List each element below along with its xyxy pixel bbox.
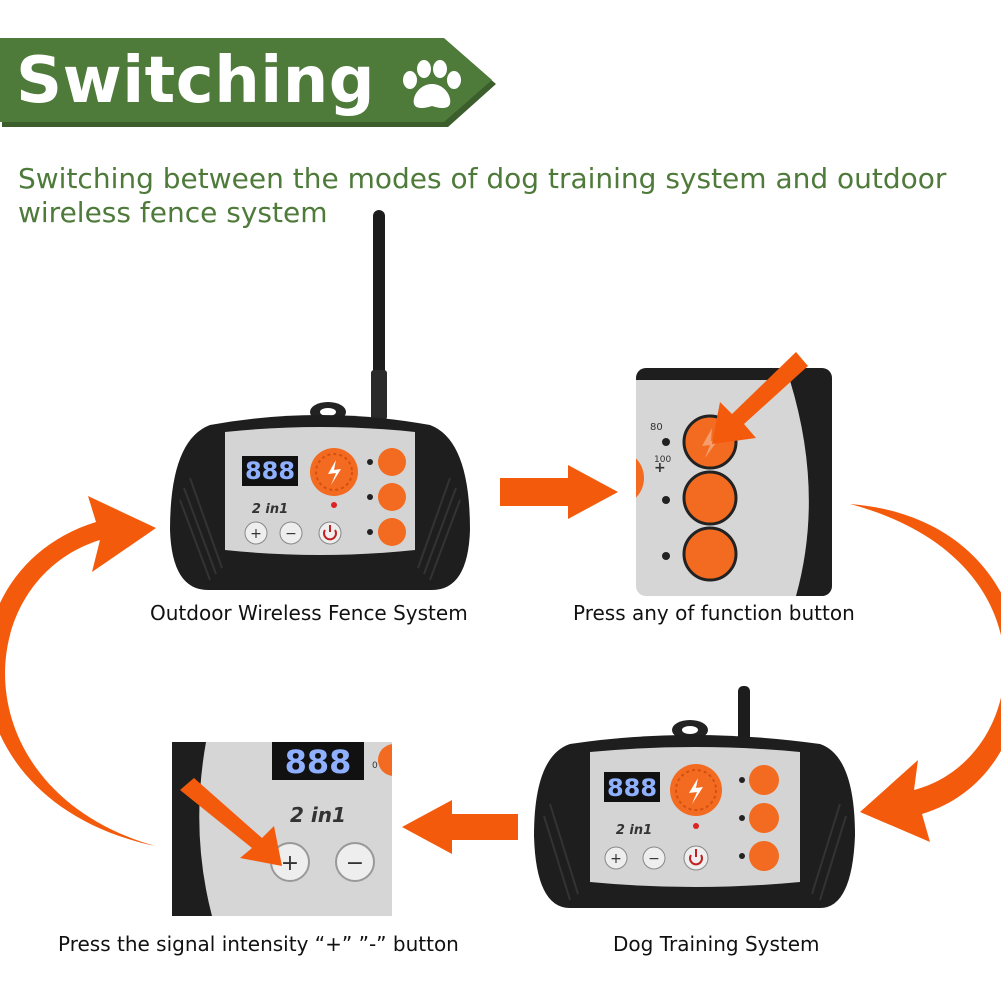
device-training-system: 888 2 in1 + − — [534, 686, 855, 908]
brand-label: 2 in1 — [290, 803, 346, 827]
svg-text:+: + — [654, 460, 666, 476]
lcd-display — [272, 742, 364, 780]
pointer-arrow-plus — [180, 778, 282, 866]
shock-button[interactable] — [378, 448, 406, 476]
vibrate-button[interactable] — [682, 470, 738, 526]
vibrate-button[interactable] — [378, 483, 406, 511]
antenna — [373, 210, 385, 420]
shock-button[interactable] — [749, 765, 779, 795]
svg-text:+: + — [250, 526, 262, 542]
paw-icon — [403, 60, 461, 108]
zoom-signal-buttons: 888 0 2 in1 + − — [172, 742, 392, 916]
power-button[interactable] — [683, 845, 709, 871]
minus-button[interactable] — [642, 846, 666, 870]
arrow-curve-right — [850, 504, 1001, 842]
plus-button[interactable] — [244, 521, 268, 545]
beep-button[interactable] — [682, 526, 738, 582]
brand-label: 2 in1 — [616, 823, 652, 838]
plus-button[interactable] — [604, 846, 628, 870]
arrow-right — [500, 465, 618, 519]
title-banner — [0, 38, 496, 127]
lcd-display: 888 — [607, 774, 657, 802]
svg-text:100: 100 — [654, 455, 671, 465]
minus-button[interactable] — [279, 521, 303, 545]
svg-text:−: − — [285, 526, 297, 542]
brand-label: 2 in1 — [252, 502, 288, 517]
svg-text:−: − — [346, 851, 364, 876]
caption-press-function: Press any of function button — [573, 601, 855, 625]
arrow-curve-left — [0, 496, 156, 846]
page-subtitle: Switching between the modes of dog train… — [18, 162, 947, 229]
svg-text:0: 0 — [372, 761, 378, 771]
beep-button[interactable] — [749, 841, 779, 871]
arrow-left — [402, 800, 518, 854]
antenna — [738, 686, 750, 746]
svg-text:+: + — [610, 851, 622, 867]
beep-button[interactable] — [378, 518, 406, 546]
vibrate-button[interactable] — [749, 803, 779, 833]
power-icon — [323, 529, 337, 541]
lcd-display: 888 — [245, 457, 295, 485]
svg-text:−: − — [648, 851, 660, 867]
lightning-icon — [328, 460, 341, 485]
svg-text:+: + — [281, 851, 299, 876]
power-button[interactable] — [318, 521, 342, 545]
minus-button[interactable] — [335, 842, 375, 882]
zoom-function-buttons: 80 100 + — [636, 368, 832, 596]
power-icon — [689, 854, 703, 866]
lightning-icon — [689, 778, 703, 804]
page-title: Switching — [16, 44, 376, 118]
caption-press-signal: Press the signal intensity “+” ”-” butto… — [58, 932, 459, 956]
device-fence-system: 888 2 in1 + − — [170, 210, 470, 590]
pointer-arrow-function — [712, 352, 808, 444]
caption-fence-system: Outdoor Wireless Fence System — [150, 601, 468, 625]
svg-text:80: 80 — [650, 422, 663, 433]
caption-training-system: Dog Training System — [613, 932, 820, 956]
svg-text:888: 888 — [285, 743, 352, 781]
